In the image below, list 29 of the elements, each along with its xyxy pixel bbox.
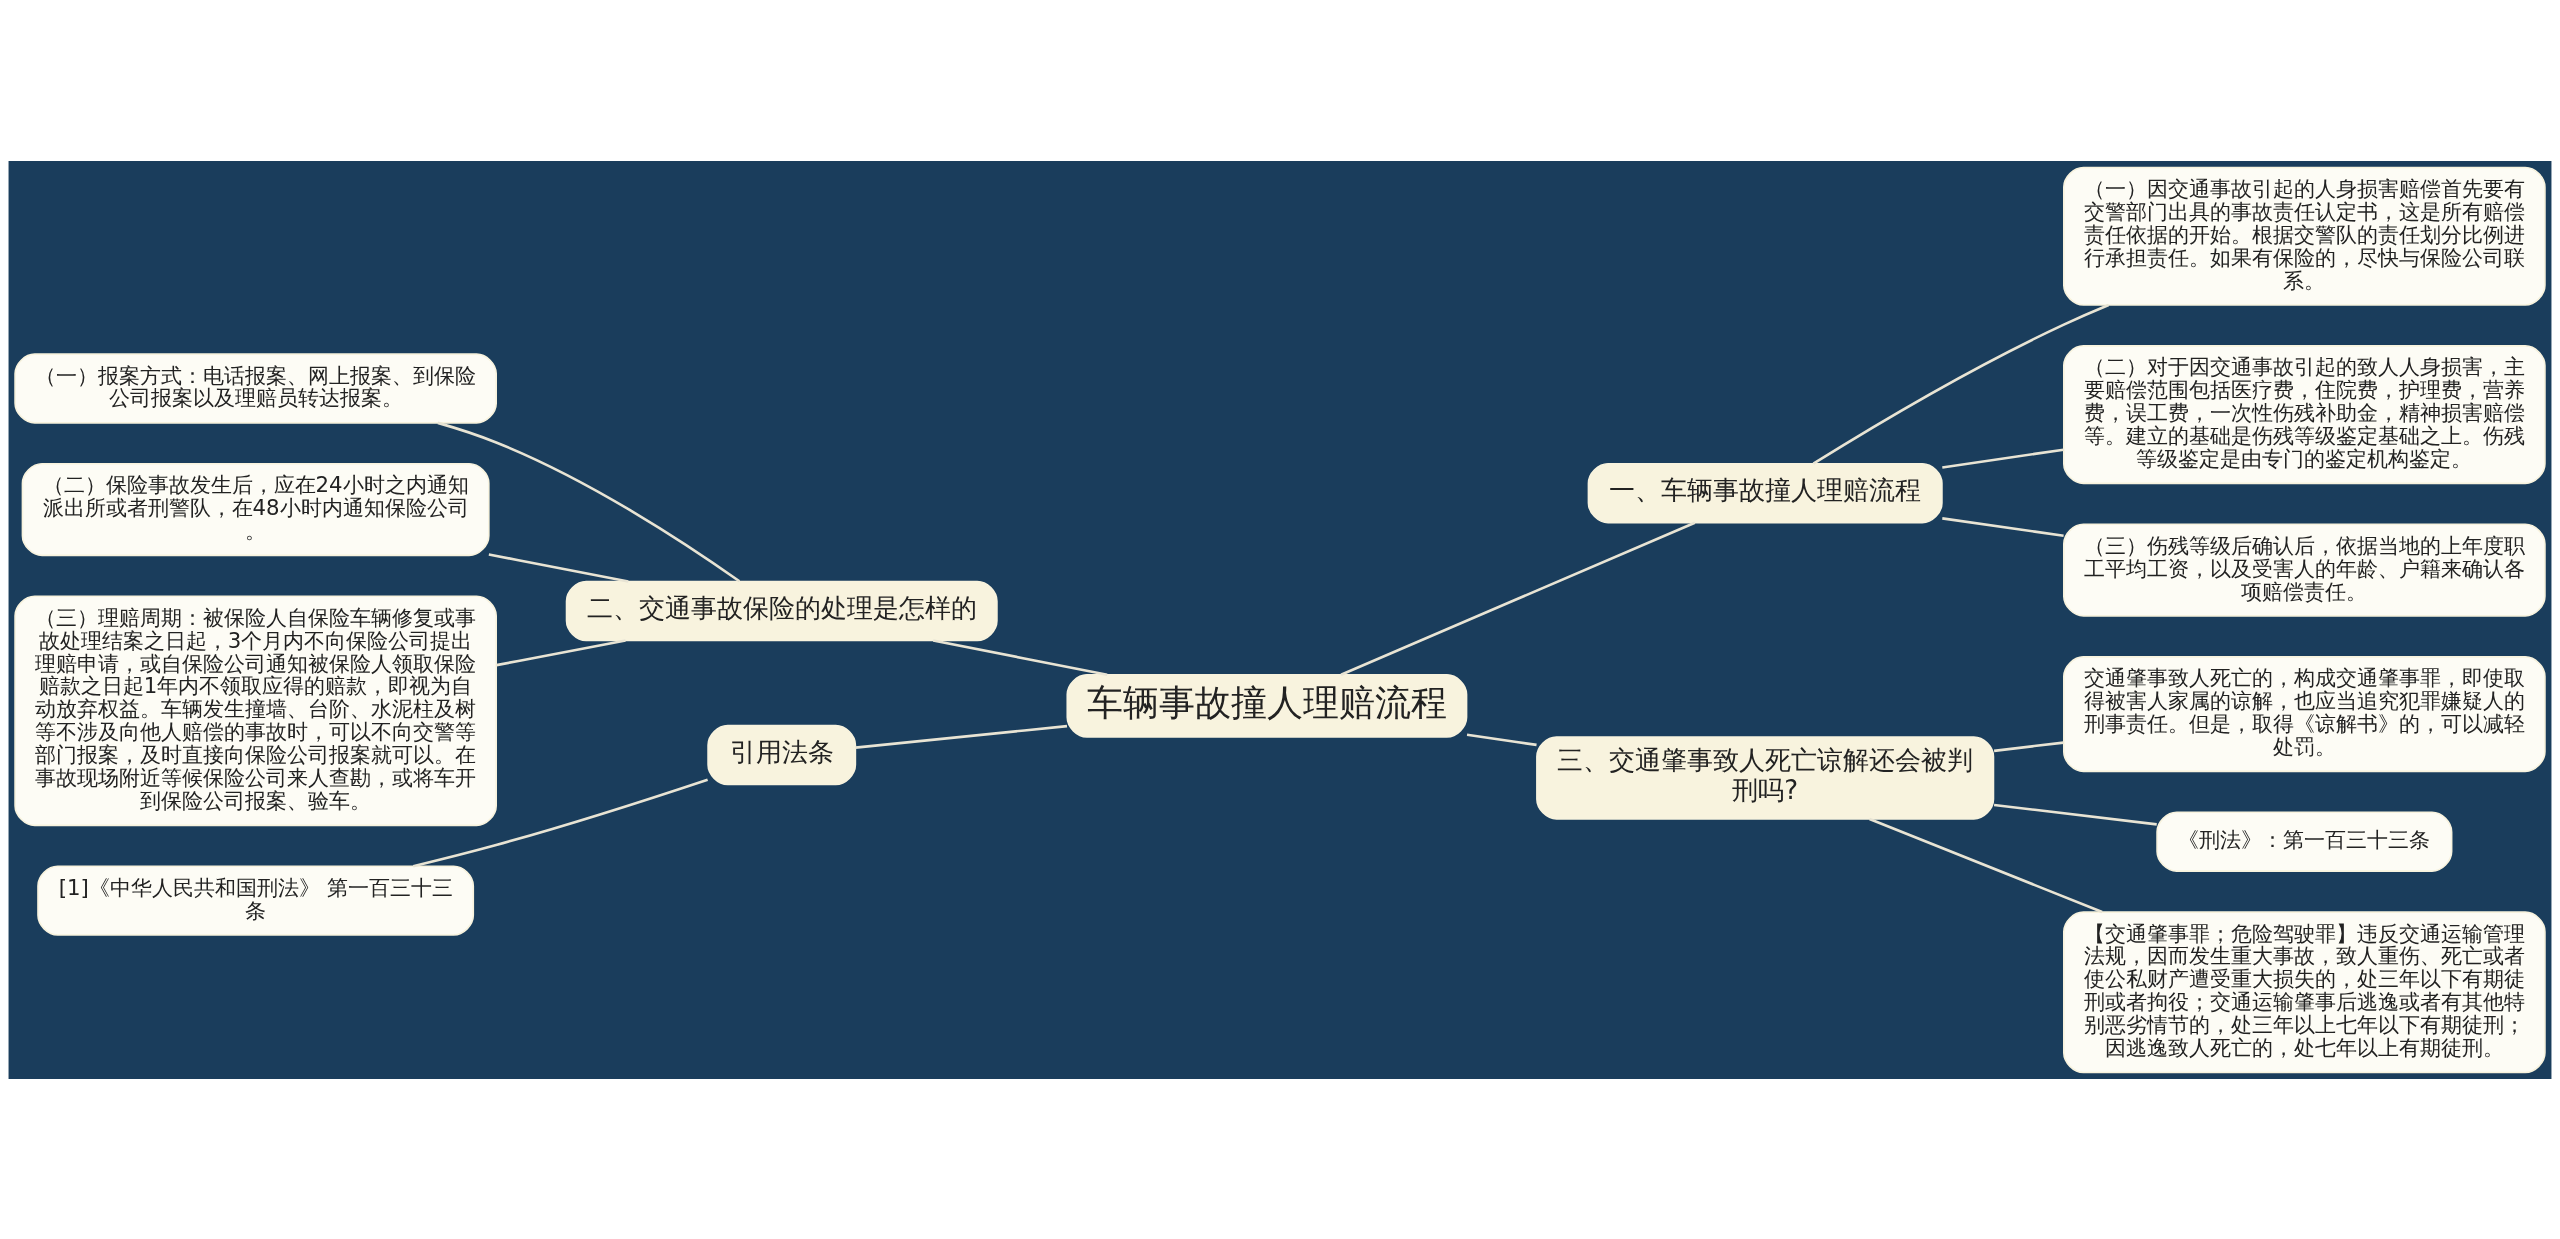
connector (932, 638, 1108, 676)
connector (496, 638, 626, 666)
node-box: 《刑法》：第一百三十三条 (2156, 810, 2453, 872)
connector (412, 777, 709, 867)
connector (437, 421, 741, 582)
node-box: （二）对于因交通事故引起的致人人身损害，主要赔偿范围包括医疗费，住院费，护理费，营养费，误工费，一次性伤残补助金，精神损害赔偿等。建立的基础是伤残等级鉴定基础之上。伤残等级鉴定是由专门的鉴定机构鉴定。 (2063, 344, 2546, 484)
connector (855, 724, 1068, 749)
connector (1340, 521, 1696, 676)
connector (1942, 516, 2064, 537)
node-box: [1]《中华人民共和国刑法》 第一百三十三条 (37, 864, 475, 936)
connector (1993, 803, 2157, 826)
node-box: 车辆事故撞人理赔流程 (1066, 673, 1468, 738)
node-box: 交通肇事致人死亡的，构成交通肇事罪，即使取得被害人家属的谅解，也应当追究犯罪嫌疑人的刑事责任。但是，取得《谅解书》的，可以减轻处罚。 (2063, 655, 2546, 772)
node-box: 二、交通事故保险的处理是怎样的 (565, 580, 998, 641)
connector (1993, 740, 2064, 752)
connector (488, 552, 629, 583)
node-box: （三）理赔周期：被保险人自保险车辆修复或事故处理结案之日起，3个月内不向保险公司提出理赔申请，或自保险公司通知被保险人领取保险赔款之日起1年内不领取应得的赔款，即视为自动放弃权益。车辆发生撞墙、台阶、水泥柱及树等不涉及向他人赔偿的事故时，可以不向交警等部门报案，及时直接向保险公司报案就可以。在事故现场附近等候保险公司来人查勘，或将车开到保险公司报案、验车。 (14, 594, 497, 826)
connector (1466, 732, 1537, 746)
connector (1942, 447, 2064, 469)
node-box: 【交通肇事罪；危险驾驶罪】违反交通运输管理法规，因而发生重大事故，致人重伤、死亡或者使公私财产遭受重大损失的，处三年以下有期徒刑或者拘役；交通运输肇事后逃逸或者有其他特别恶劣情节的，处三年以上七年以下有期徒刑；因逃逸致人死亡的，处七年以上有期徒刑。 (2063, 910, 2546, 1073)
node-box: （三）伤残等级后确认后，依据当地的上年度职工平均工资，以及受害人的年龄、户籍来确认各项赔偿责任。 (2063, 522, 2546, 617)
connector (1869, 817, 2103, 913)
connector (1812, 303, 2110, 465)
node-box: 一、车辆事故撞人理赔流程 (1587, 462, 1943, 523)
node-box: 三、交通肇事致人死亡谅解还会被判刑吗? (1536, 735, 1995, 820)
node-box: （一）报案方式：电话报案、网上报案、到保险公司报案以及理赔员转达报案。 (14, 352, 497, 424)
node-box: （二）保险事故发生后，应在24小时之内通知派出所或者刑警队，在48小时内通知保险公司。 (21, 462, 490, 556)
node-box: 引用法条 (707, 724, 857, 785)
node-box: （一）因交通事故引起的人身损害赔偿首先要有交警部门出具的事故责任认定书，这是所有赔偿责任依据的开始。根据交警队的责任划分比例进行承担责任。如果有保险的，尽快与保险公司联系。 (2063, 166, 2546, 306)
